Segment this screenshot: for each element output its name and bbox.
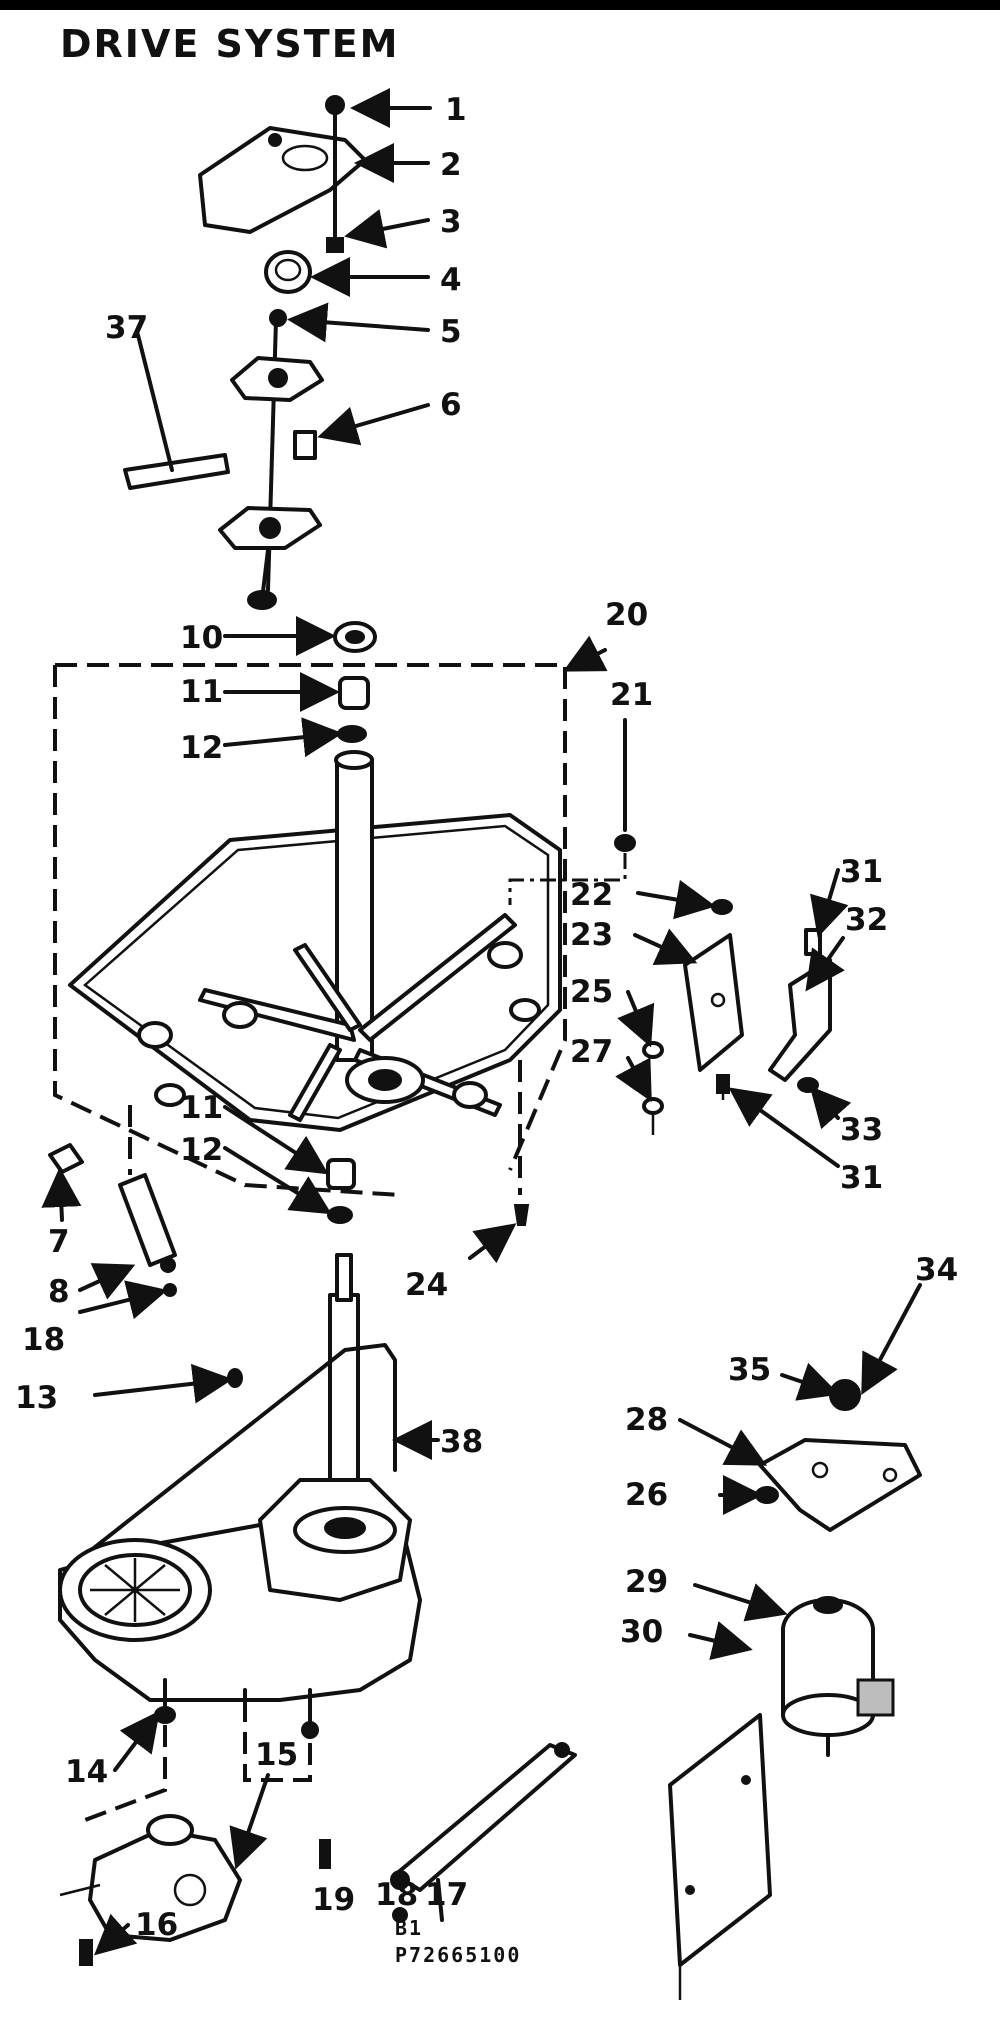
callout-8: 8 <box>48 1274 70 1310</box>
callout-20: 20 <box>605 597 648 633</box>
part-26-spacer <box>755 1486 779 1504</box>
part-19-screw <box>319 1839 331 1869</box>
leader-lines <box>41 88 922 1956</box>
drive-shaft <box>328 1293 360 1497</box>
part-8-bracket <box>118 1173 177 1267</box>
callout-15: 15 <box>255 1737 298 1773</box>
callout-5: 5 <box>440 314 462 350</box>
part-7-bolt <box>48 1143 84 1174</box>
part-32-bracket <box>768 958 832 1082</box>
callout-3: 3 <box>440 204 462 240</box>
callout-26: 26 <box>625 1477 668 1513</box>
callout-32: 32 <box>845 902 888 938</box>
part-18-nut <box>163 1283 177 1297</box>
callout-24: 24 <box>405 1267 448 1303</box>
part-31-screw-upper <box>804 928 822 956</box>
part-2-bracket <box>198 126 367 234</box>
callout-29: 29 <box>625 1564 668 1600</box>
callout-17: 17 <box>425 1877 468 1913</box>
callout-1: 1 <box>445 92 467 128</box>
callout-4: 4 <box>440 262 462 298</box>
callout-33: 33 <box>840 1112 883 1148</box>
callout-2: 2 <box>440 147 462 183</box>
callout-18a: 18 <box>22 1322 65 1358</box>
part-13-clip <box>227 1368 243 1388</box>
callout-38: 38 <box>440 1424 483 1460</box>
top-border <box>0 0 1000 10</box>
part-16-screw <box>79 1939 93 1966</box>
part-14-mount <box>154 1706 176 1724</box>
callout-16: 16 <box>135 1907 178 1943</box>
callout-31a: 31 <box>840 854 883 890</box>
callout-numbers: 1 2 3 4 5 6 37 10 11 12 20 21 22 23 25 2… <box>15 92 958 1943</box>
transmission-assembly <box>58 1253 577 1966</box>
callout-28: 28 <box>625 1402 668 1438</box>
callout-25: 25 <box>570 974 613 1010</box>
callout-21: 21 <box>610 677 653 713</box>
part-28-motor-bracket <box>758 1438 922 1532</box>
callout-14: 14 <box>65 1754 108 1790</box>
part-5-collar <box>269 309 287 327</box>
callout-7: 7 <box>48 1224 70 1260</box>
top-bracket-assembly <box>123 95 367 610</box>
callout-12b: 12 <box>180 1132 223 1168</box>
part-21-grommet <box>614 834 636 852</box>
part-3-screw <box>326 237 344 253</box>
callout-35: 35 <box>728 1352 771 1388</box>
base-plate-assembly <box>53 621 636 1226</box>
part-31-screw-lower <box>716 1074 730 1094</box>
callout-10: 10 <box>180 620 223 656</box>
footer-line-1: B1 <box>395 1916 423 1940</box>
callout-22: 22 <box>570 877 613 913</box>
footer-code: B1 P72665100 <box>395 1916 521 1967</box>
part-24-clip <box>513 1204 530 1226</box>
callout-30: 30 <box>620 1614 663 1650</box>
part-17-arm <box>393 1743 577 1892</box>
callout-34: 34 <box>915 1252 958 1288</box>
callout-6: 6 <box>440 387 462 423</box>
motor-assembly <box>668 1379 922 2000</box>
part-37-strip <box>123 453 230 490</box>
part-35-grommet <box>829 1379 861 1411</box>
part-12-washer <box>337 725 367 743</box>
part-30-panel <box>668 1713 772 1967</box>
callout-18b: 18 <box>375 1877 418 1913</box>
callout-11a: 11 <box>180 674 223 710</box>
part-4-bushing <box>264 250 312 294</box>
part-6-screw <box>293 430 317 460</box>
callout-19: 19 <box>312 1882 355 1918</box>
part-25-washer <box>642 1041 664 1059</box>
callout-27: 27 <box>570 1034 613 1070</box>
callout-37: 37 <box>105 310 148 346</box>
footer-line-2: P72665100 <box>395 1943 521 1967</box>
callout-31b: 31 <box>840 1160 883 1196</box>
callout-23: 23 <box>570 917 613 953</box>
part-22-nut <box>711 899 733 915</box>
callout-13: 13 <box>15 1380 58 1416</box>
callout-12a: 12 <box>180 730 223 766</box>
page-title: DRIVE SYSTEM <box>60 22 400 66</box>
part-33-nut <box>797 1077 819 1093</box>
part-27-nut <box>642 1097 664 1115</box>
part-11-bushing <box>338 676 370 710</box>
callout-11b: 11 <box>180 1090 223 1126</box>
switch-brackets <box>642 899 832 1135</box>
part-18-nut-lower <box>392 1907 408 1923</box>
